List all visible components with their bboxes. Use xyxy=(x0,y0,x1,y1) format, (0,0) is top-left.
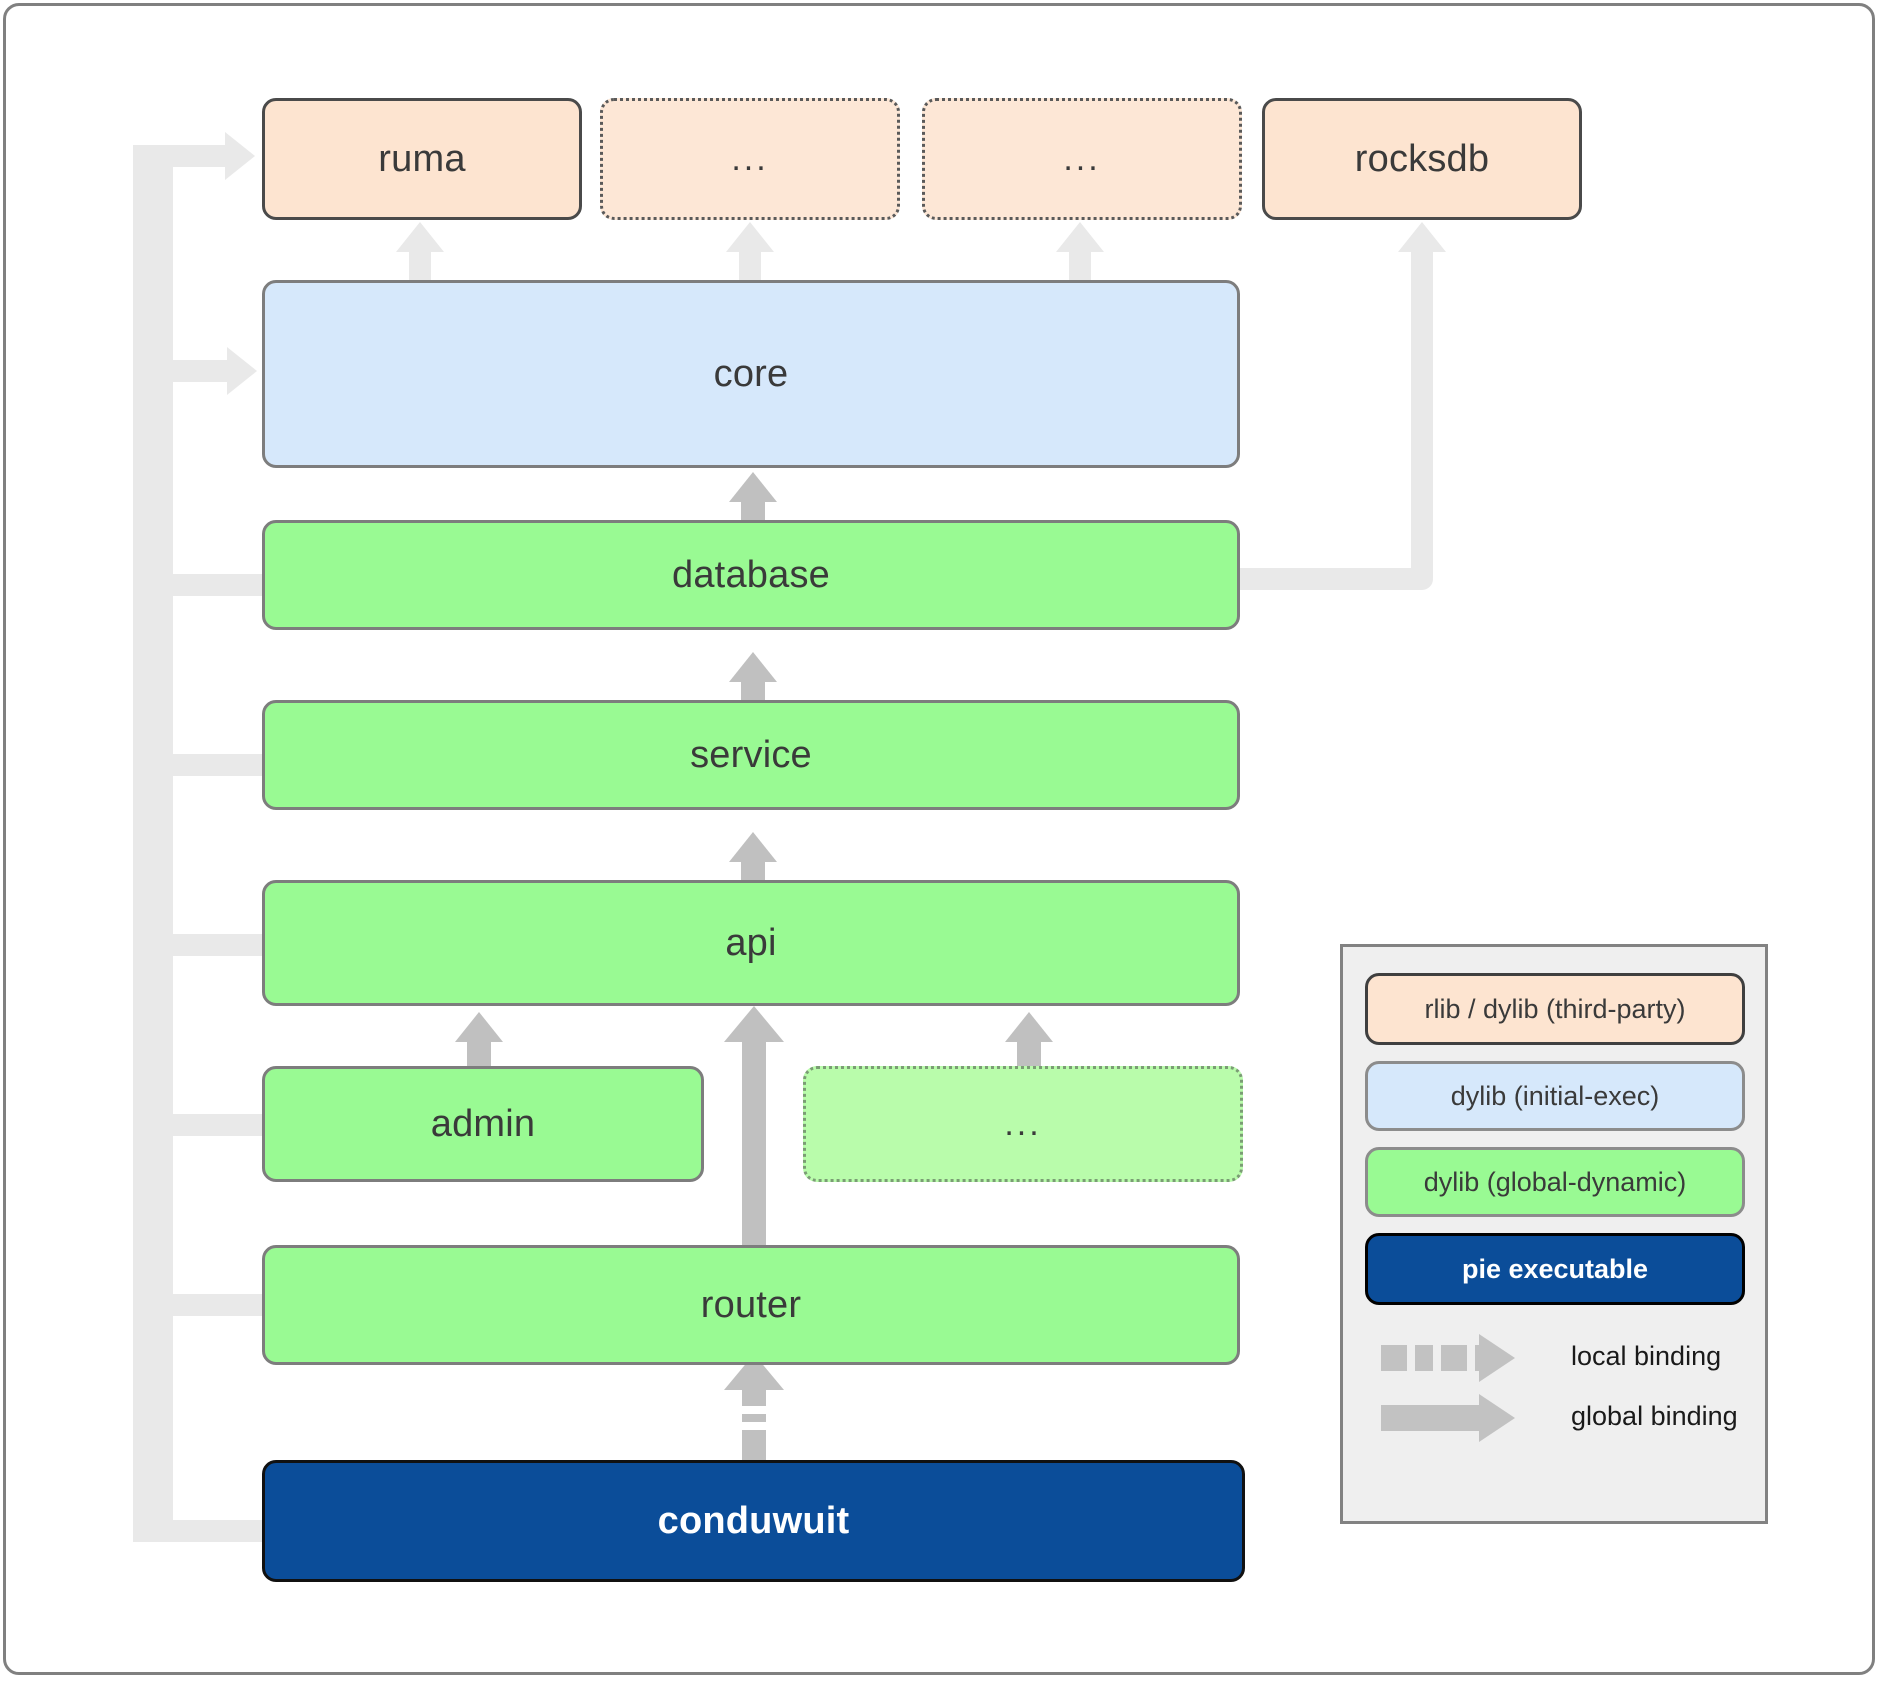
legend-item-dylib-initial-exec[interactable]: dylib (initial-exec) xyxy=(1365,1061,1745,1131)
edge-database-core-shaft xyxy=(741,500,765,520)
edge-database-rocksdb-h xyxy=(1238,568,1433,590)
edge-conduwuit-api-h xyxy=(155,934,270,956)
edge-more-api-shaft xyxy=(1017,1040,1041,1066)
edge-database-core-arrowhead xyxy=(729,472,777,502)
edge-conduwuit-ruma-h xyxy=(133,145,233,167)
edge-core-ruma-arrowhead xyxy=(396,222,444,252)
edge-core-more2-shaft xyxy=(1069,248,1091,280)
legend-item-pie-executable-label: pie executable xyxy=(1461,1253,1649,1284)
node-admin-label: admin xyxy=(430,1102,536,1145)
node-admin[interactable]: admin xyxy=(262,1066,704,1182)
edge-service-database-shaft xyxy=(741,680,765,700)
edge-admin-api-arrowhead xyxy=(455,1012,503,1042)
legend-item-dylib-global-dynamic-label: dylib (global-dynamic) xyxy=(1423,1166,1687,1197)
legend-item-dylib-global-dynamic[interactable]: dylib (global-dynamic) xyxy=(1365,1147,1745,1217)
edge-core-more1-arrowhead xyxy=(726,222,774,252)
legend-global-binding-tip xyxy=(1479,1394,1515,1442)
node-router-label: router xyxy=(700,1283,802,1326)
edge-conduwuit-bus-trunk xyxy=(133,145,155,1542)
node-rocksdb-label: rocksdb xyxy=(1354,137,1490,180)
edge-database-rocksdb-arrowhead xyxy=(1398,222,1446,252)
edge-router-api-arrowhead xyxy=(724,1006,784,1042)
edge-router-api-shaft xyxy=(742,1040,766,1245)
node-router[interactable]: router xyxy=(262,1245,1240,1365)
legend-local-binding-bar xyxy=(1381,1345,1485,1371)
edge-admin-api-shaft xyxy=(467,1040,491,1066)
edge-conduwuit-core-arrowhead xyxy=(227,347,257,395)
legend-panel: rlib / dylib (third-party) dylib (initia… xyxy=(1340,944,1768,1524)
node-database-label: database xyxy=(672,553,830,596)
node-core[interactable]: core xyxy=(262,280,1240,468)
legend-local-binding-arrow-icon xyxy=(1381,1334,1521,1382)
edge-conduwuit-ruma-arrowhead xyxy=(225,132,255,180)
edge-conduwuit-service-h xyxy=(155,754,270,776)
node-ruma-label: ruma xyxy=(378,137,466,180)
edge-conduwuit-database-h xyxy=(155,574,270,596)
node-mid-more[interactable]: ... xyxy=(803,1066,1243,1182)
legend-item-pie-executable[interactable]: pie executable xyxy=(1365,1233,1745,1305)
node-top-more-2-label: ... xyxy=(1063,139,1101,178)
legend-local-binding-tip xyxy=(1479,1334,1515,1382)
node-mid-more-label: ... xyxy=(1004,1104,1042,1143)
legend-item-rlib-dylib-third-party-label: rlib / dylib (third-party) xyxy=(1424,993,1686,1024)
edge-conduwuit-source-h xyxy=(133,1520,273,1542)
edge-service-database-arrowhead xyxy=(729,652,777,682)
legend-item-rlib-dylib-third-party[interactable]: rlib / dylib (third-party) xyxy=(1365,973,1745,1045)
legend-global-binding-bar xyxy=(1381,1405,1485,1431)
edge-core-more2-arrowhead xyxy=(1056,222,1104,252)
node-database[interactable]: database xyxy=(262,520,1240,630)
node-top-more-1[interactable]: ... xyxy=(600,98,900,220)
legend-global-binding-arrow-icon xyxy=(1381,1394,1521,1442)
edge-conduwuit-admin-h xyxy=(155,1114,270,1136)
legend-item-dylib-initial-exec-label: dylib (initial-exec) xyxy=(1450,1080,1660,1111)
edge-core-ruma-shaft xyxy=(409,248,431,280)
legend-global-binding-label: global binding xyxy=(1571,1401,1738,1431)
edge-conduwuit-router-h xyxy=(155,1294,270,1316)
legend-local-binding-label: local binding xyxy=(1571,1341,1722,1371)
edge-conduwuit-router-shaft-c xyxy=(742,1390,766,1406)
node-conduwuit[interactable]: conduwuit xyxy=(262,1460,1245,1582)
edge-conduwuit-bus-inner-trunk xyxy=(155,160,173,1542)
edge-api-service-shaft xyxy=(741,860,765,880)
edge-conduwuit-router-shaft-a xyxy=(742,1430,766,1460)
edge-conduwuit-core-h xyxy=(155,360,235,382)
node-top-more-1-label: ... xyxy=(731,139,769,178)
node-rocksdb[interactable]: rocksdb xyxy=(1262,98,1582,220)
edge-conduwuit-router-shaft-b xyxy=(742,1414,766,1422)
edge-core-more1-shaft xyxy=(739,248,761,280)
node-api[interactable]: api xyxy=(262,880,1240,1006)
edge-more-api-arrowhead xyxy=(1005,1012,1053,1042)
edge-api-service-arrowhead xyxy=(729,832,777,862)
node-core-label: core xyxy=(713,352,789,395)
node-conduwuit-label: conduwuit xyxy=(657,1499,850,1542)
node-api-label: api xyxy=(725,921,777,964)
node-top-more-2[interactable]: ... xyxy=(922,98,1242,220)
node-ruma[interactable]: ruma xyxy=(262,98,582,220)
node-service-label: service xyxy=(690,733,812,776)
node-service[interactable]: service xyxy=(262,700,1240,810)
edge-database-rocksdb-v xyxy=(1411,248,1433,578)
